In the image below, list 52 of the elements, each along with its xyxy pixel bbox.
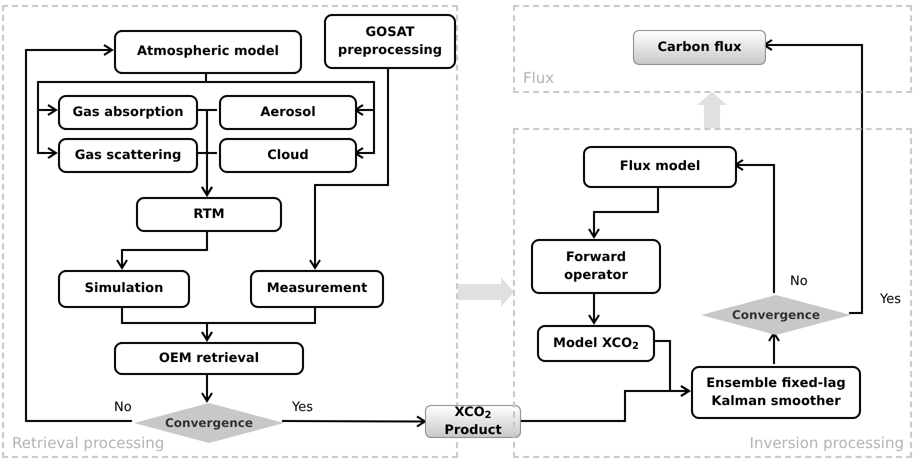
process-box: [114, 342, 304, 375]
arrow: [116, 230, 208, 269]
arrow: [309, 67, 389, 269]
box-text: Aerosol: [259, 104, 317, 122]
box-text: GOSAT preprocessing: [336, 24, 444, 60]
process-box: [250, 270, 384, 308]
box-text: XCO$_{2}$ Product: [443, 404, 503, 440]
box-text: Forward operator: [563, 248, 629, 284]
arrow: [588, 292, 600, 324]
process-box: [537, 325, 655, 362]
panel-label: Inversion processing: [750, 432, 904, 454]
decision-text: Convergence: [732, 307, 820, 324]
panel-label: Flux: [523, 68, 554, 88]
process-box: [691, 366, 861, 419]
block-arrow: [697, 92, 727, 128]
box-text: Measurement: [266, 280, 368, 298]
box-text: Gas absorption: [71, 104, 185, 122]
process-box: [136, 197, 282, 232]
process-box: [114, 30, 302, 74]
arrow: [201, 306, 316, 341]
box-text: Flux model: [618, 158, 702, 176]
box-text: Gas scattering: [74, 146, 182, 164]
process-box: [583, 146, 737, 188]
block-arrow: [458, 277, 514, 307]
arrow: [588, 186, 659, 238]
process-box: [58, 138, 198, 173]
box-text: Carbon flux: [656, 38, 743, 56]
box-text: OEM retrieval: [158, 350, 260, 368]
decision-text: Convergence: [165, 415, 253, 432]
process-box: [58, 95, 198, 130]
panel-frame: [513, 128, 912, 458]
result-box: [425, 405, 521, 438]
process-box: [324, 14, 456, 69]
arrow: [282, 415, 426, 428]
box-text: Simulation: [84, 280, 164, 298]
process-box: [58, 270, 190, 308]
arrow: [201, 373, 213, 402]
panel-frame: [513, 5, 912, 93]
arrow: [653, 340, 690, 397]
panel-label: Retrieval processing: [12, 432, 164, 454]
arrow: [25, 44, 132, 422]
box-text: RTM: [192, 206, 226, 224]
box-text: Model XCO$_{2}$: [552, 334, 640, 352]
process-box: [219, 95, 357, 130]
arrow: [201, 152, 217, 196]
result-box: [633, 30, 766, 65]
box-text: Ensemble fixed-lag Kalman smoother: [705, 374, 847, 410]
box-text: Atmospheric model: [136, 43, 280, 61]
box-text: Cloud: [266, 146, 310, 164]
process-box: [219, 138, 357, 173]
process-box: [531, 239, 661, 294]
arrow: [768, 332, 780, 364]
